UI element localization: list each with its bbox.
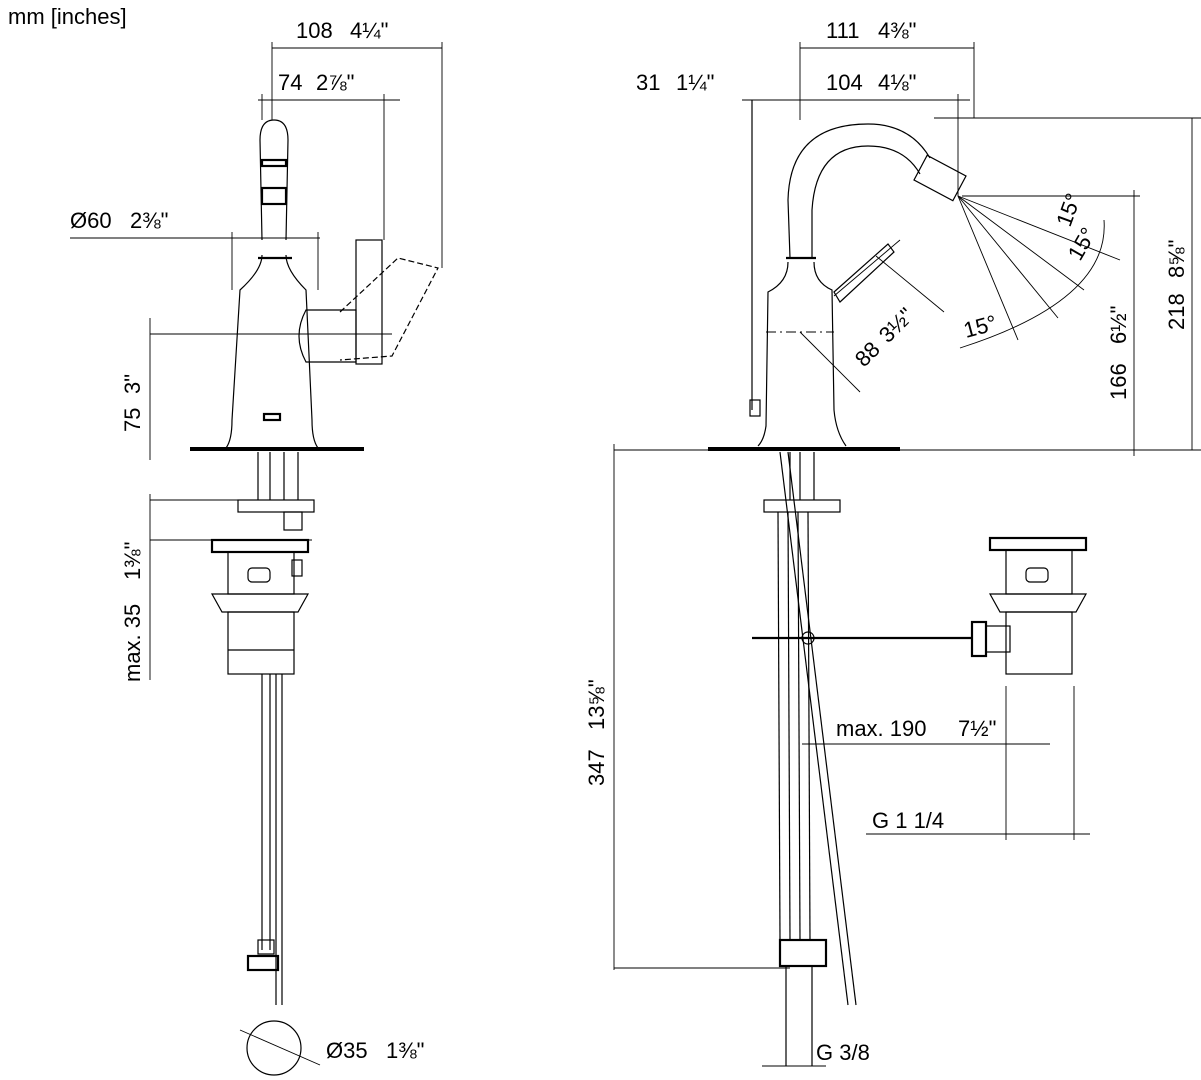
dim-lever-height-mm: 75	[120, 408, 145, 432]
front-view-faucet	[190, 119, 439, 1076]
angle-lower-label: 15°	[961, 310, 1000, 343]
angle-middle-label: 15°	[1063, 223, 1101, 264]
dim-total-height-inch: 8⅝"	[1164, 240, 1189, 278]
dim-total-reach-inch: 4⅜"	[878, 18, 916, 43]
side-view-spray-angles	[957, 195, 1121, 349]
dim-spout-height-mm: 166	[1106, 363, 1131, 400]
dim-lever-width-inch: 2⅞"	[316, 70, 354, 95]
dim-total-reach-mm: 111	[826, 18, 859, 43]
dim-width-total-inch: 4¼"	[350, 18, 388, 43]
thread-waste-label: G 1 1/4	[872, 808, 944, 833]
dim-spout-reach-mm: 104	[826, 70, 863, 95]
dim-lever-length-mm: 88	[850, 337, 885, 372]
thread-supply-label: G 3/8	[816, 1040, 870, 1065]
dim-max-thickness-inch: 1⅜"	[120, 542, 145, 580]
dim-lever-width-mm: 74	[278, 70, 302, 95]
dim-rod-offset-inch: 1¼"	[676, 70, 714, 95]
dim-supply-length-inch: 13⅝"	[584, 679, 609, 730]
dim-rod-offset-mm: 31	[636, 70, 660, 95]
dim-lever-length-inch: 3½"	[874, 303, 919, 348]
dim-waste-diameter-inch: 1⅜"	[386, 1038, 424, 1063]
dim-waste-diameter-mm: Ø35	[326, 1038, 368, 1063]
dim-waste-reach-inch: 7½"	[958, 716, 996, 741]
front-view-dimension-lines	[70, 42, 443, 680]
dim-spout-reach-inch: 4⅛"	[878, 70, 916, 95]
dim-waste-reach-mm: max. 190	[836, 716, 927, 741]
side-view-dimension-lines	[613, 42, 1201, 1067]
dim-body-diameter-inch: 2⅜"	[130, 208, 168, 233]
units-label: mm [inches]	[8, 4, 127, 29]
dim-supply-length-mm: 347	[584, 749, 609, 786]
dim-body-diameter-mm: Ø60	[70, 208, 112, 233]
dim-lever-height-inch: 3"	[120, 374, 145, 394]
dim-max-thickness-mm: max. 35	[120, 604, 145, 682]
dim-spout-height-inch: 6½"	[1106, 306, 1131, 344]
dim-width-total-mm: 108	[296, 18, 333, 43]
side-view-faucet	[708, 100, 1088, 1066]
dim-total-height-mm: 218	[1164, 293, 1189, 330]
